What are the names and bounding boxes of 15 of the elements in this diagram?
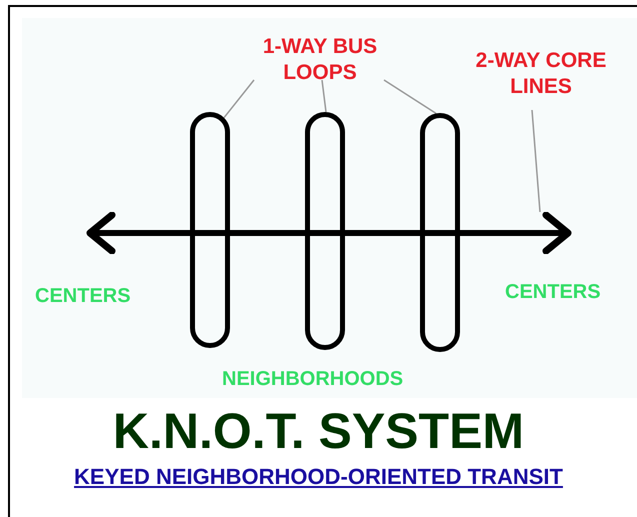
subtitle-link: KEYED NEIGHBORHOOD-ORIENTED TRANSIT	[74, 464, 563, 489]
title: K.N.O.T. SYSTEM	[112, 402, 526, 460]
leader-line	[531, 110, 541, 212]
area-label: NEIGHBORHOODS	[222, 368, 404, 391]
leader-line	[223, 80, 255, 118]
callout-text: 1-WAY BUS LOOPS	[262, 34, 378, 86]
double-arrow	[86, 212, 572, 254]
area-label: CENTERS	[35, 285, 131, 308]
callout-text: 2-WAY CORE LINES	[474, 48, 608, 100]
bus-loop-shape	[420, 113, 460, 352]
bus-loop-shape	[305, 112, 345, 350]
leader-line	[321, 80, 327, 112]
bus-loop-shape	[190, 112, 230, 348]
leader-line	[384, 79, 436, 114]
area-label: CENTERS	[505, 281, 601, 304]
